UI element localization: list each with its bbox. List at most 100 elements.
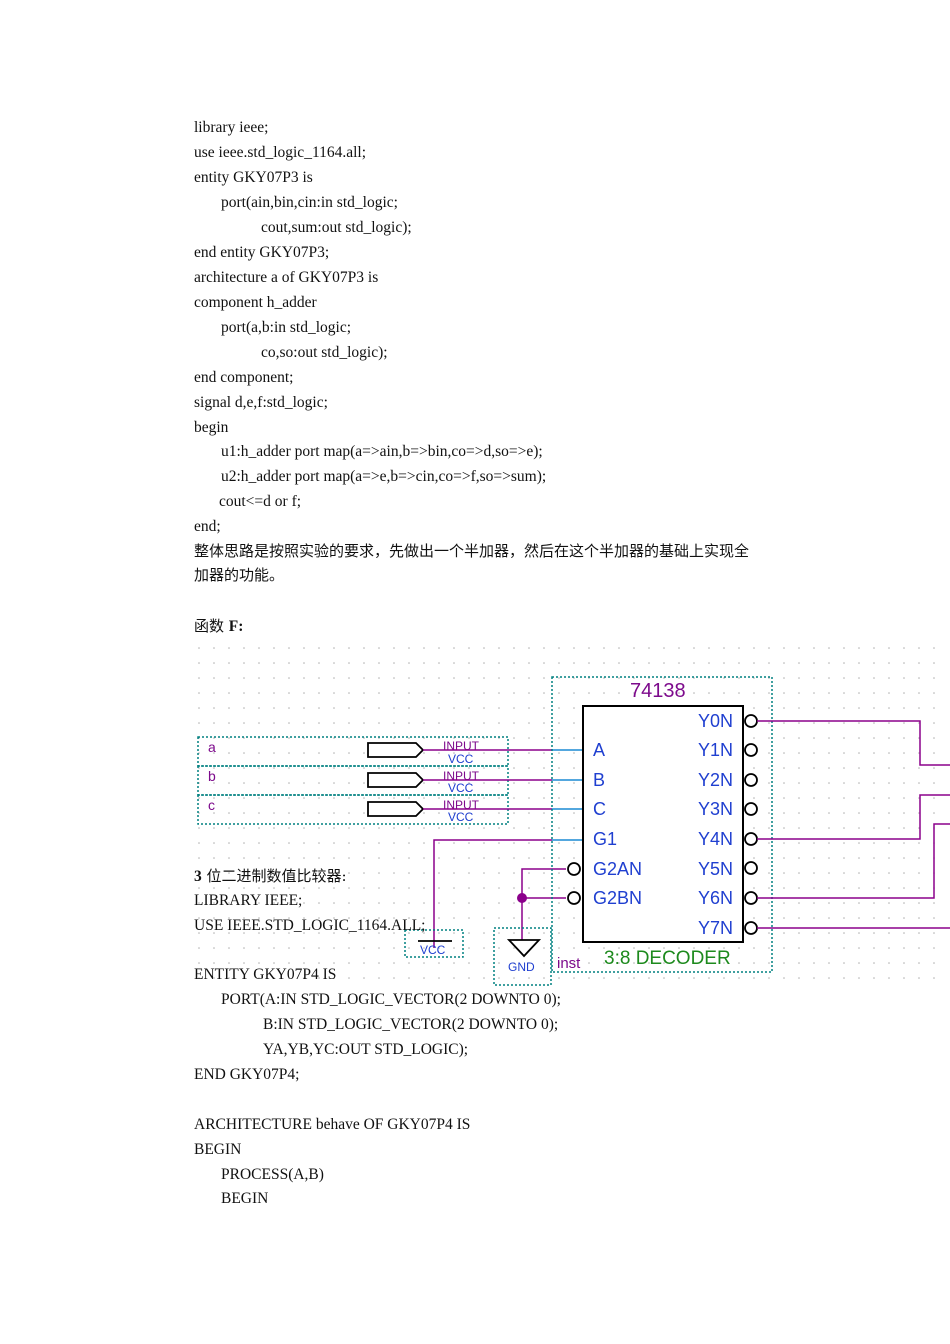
grid-dot — [498, 827, 500, 829]
grid-dot — [873, 932, 875, 934]
grid-dot — [288, 752, 290, 754]
grid-dot — [663, 977, 665, 979]
grid-dot — [783, 902, 785, 904]
grid-dot — [228, 977, 230, 979]
gnd-label: GND — [508, 960, 535, 974]
grid-dot — [813, 872, 815, 874]
grid-dot — [513, 752, 515, 754]
code-line: u1:h_adder port map(a=>ain,b=>bin,co=>d,… — [221, 443, 543, 460]
grid-dot — [303, 932, 305, 934]
grid-dot — [468, 662, 470, 664]
grid-dot — [363, 707, 365, 709]
grid-dot — [918, 902, 920, 904]
pin-label-g1: G1 — [593, 829, 617, 849]
grid-dot — [378, 662, 380, 664]
grid-dot — [468, 887, 470, 889]
grid-dot — [408, 917, 410, 919]
grid-dot — [918, 917, 920, 919]
grid-dot — [273, 692, 275, 694]
grid-dot — [528, 902, 530, 904]
grid-dot — [888, 842, 890, 844]
grid-dot — [708, 947, 710, 949]
grid-dot — [633, 692, 635, 694]
grid-dot — [828, 827, 830, 829]
grid-dot — [438, 842, 440, 844]
grid-dot — [258, 797, 260, 799]
grid-dot — [333, 887, 335, 889]
grid-dot — [543, 692, 545, 694]
grid-dot — [558, 962, 560, 964]
grid-dot — [423, 797, 425, 799]
grid-dot — [918, 857, 920, 859]
grid-dot — [408, 662, 410, 664]
grid-dot — [303, 962, 305, 964]
grid-dot — [918, 782, 920, 784]
grid-dot — [723, 647, 725, 649]
grid-dot — [813, 887, 815, 889]
grid-dot — [318, 842, 320, 844]
grid-dot — [198, 842, 200, 844]
grid-dot — [558, 767, 560, 769]
grid-dot — [453, 707, 455, 709]
grid-dot — [228, 947, 230, 949]
grid-dot — [843, 737, 845, 739]
grid-dot — [783, 857, 785, 859]
grid-dot — [273, 812, 275, 814]
grid-dot — [393, 677, 395, 679]
grid-dot — [873, 722, 875, 724]
grid-dot — [393, 902, 395, 904]
grid-dot — [903, 647, 905, 649]
grid-dot — [303, 692, 305, 694]
grid-dot — [228, 917, 230, 919]
grid-dot — [873, 692, 875, 694]
description-line-2: 加器的功能。 — [194, 566, 285, 584]
grid-dot — [273, 887, 275, 889]
grid-dot — [243, 797, 245, 799]
decoder-schematic: a INPUT VCC b INPUT VCC c INPUT VCC VCC — [197, 647, 950, 986]
grid-dot — [213, 857, 215, 859]
grid-dot — [663, 947, 665, 949]
grid-dot — [828, 917, 830, 919]
grid-dot — [318, 932, 320, 934]
grid-dot — [738, 662, 740, 664]
grid-dot — [408, 647, 410, 649]
grid-dot — [273, 797, 275, 799]
grid-dot — [543, 812, 545, 814]
grid-dot — [678, 662, 680, 664]
grid-dot — [378, 647, 380, 649]
grid-dot — [843, 767, 845, 769]
grid-dot — [423, 842, 425, 844]
grid-dot — [348, 932, 350, 934]
grid-dot — [258, 647, 260, 649]
grid-dot — [858, 692, 860, 694]
grid-dot — [258, 887, 260, 889]
grid-dot — [873, 842, 875, 844]
grid-dot — [858, 857, 860, 859]
grid-dot — [543, 887, 545, 889]
grid-dot — [543, 977, 545, 979]
grid-dot — [318, 872, 320, 874]
grid-dot — [348, 977, 350, 979]
grid-dot — [213, 812, 215, 814]
grid-dot — [588, 977, 590, 979]
grid-dot — [453, 827, 455, 829]
grid-dot — [228, 827, 230, 829]
grid-dot — [348, 857, 350, 859]
grid-dot — [618, 662, 620, 664]
grid-dot — [258, 812, 260, 814]
grid-dot — [243, 707, 245, 709]
grid-dot — [573, 962, 575, 964]
grid-dot — [228, 797, 230, 799]
grid-dot — [393, 722, 395, 724]
grid-dot — [813, 737, 815, 739]
pin-label-y3n: Y3N — [698, 799, 733, 819]
grid-dot — [888, 767, 890, 769]
grid-dot — [798, 812, 800, 814]
grid-dot — [228, 692, 230, 694]
grid-dot — [888, 947, 890, 949]
grid-dot — [738, 947, 740, 949]
grid-dot — [273, 782, 275, 784]
grid-dot — [498, 932, 500, 934]
grid-dot — [363, 857, 365, 859]
grid-dot — [288, 827, 290, 829]
